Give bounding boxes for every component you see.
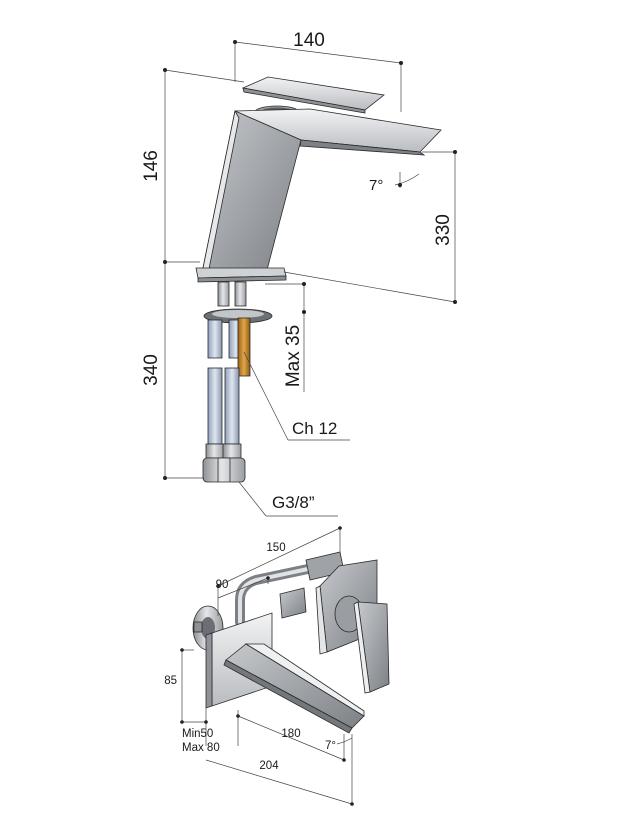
wall-mixer: 150 90 85 Min50 Max 80 180 7° 204 — [164, 526, 390, 806]
dim-height: 85 — [164, 675, 177, 687]
dim-wall-min: Min50 — [182, 728, 213, 740]
dim-body-length: 340 — [141, 354, 162, 386]
dim-wall-spout-angle: 7° — [325, 740, 336, 752]
dim-wall-max: Max 80 — [182, 742, 220, 754]
dim-body-offset: 90 — [216, 579, 229, 591]
dim-overall-width: 150 — [266, 542, 285, 554]
dim-spout-angle: 7° — [369, 177, 383, 194]
dim-width: 140 — [293, 30, 325, 51]
dim-spout-reach: 180 — [281, 728, 300, 740]
dim-max-deck: Max 35 — [283, 325, 304, 387]
under-deck-fittings — [202, 281, 273, 483]
label-spanner: Ch 12 — [292, 419, 337, 438]
dim-total-height: 330 — [433, 214, 454, 246]
label-connection: G3/8” — [272, 493, 315, 512]
mixer-body — [202, 110, 302, 271]
dim-total-depth: 204 — [259, 760, 279, 772]
connection-nut — [202, 457, 246, 483]
basin-mixer: 140 146 340 330 Max 35 7° Ch 12 G3/8” — [141, 30, 457, 517]
brass-stud — [237, 317, 251, 377]
dim-spout-height: 146 — [141, 150, 162, 182]
